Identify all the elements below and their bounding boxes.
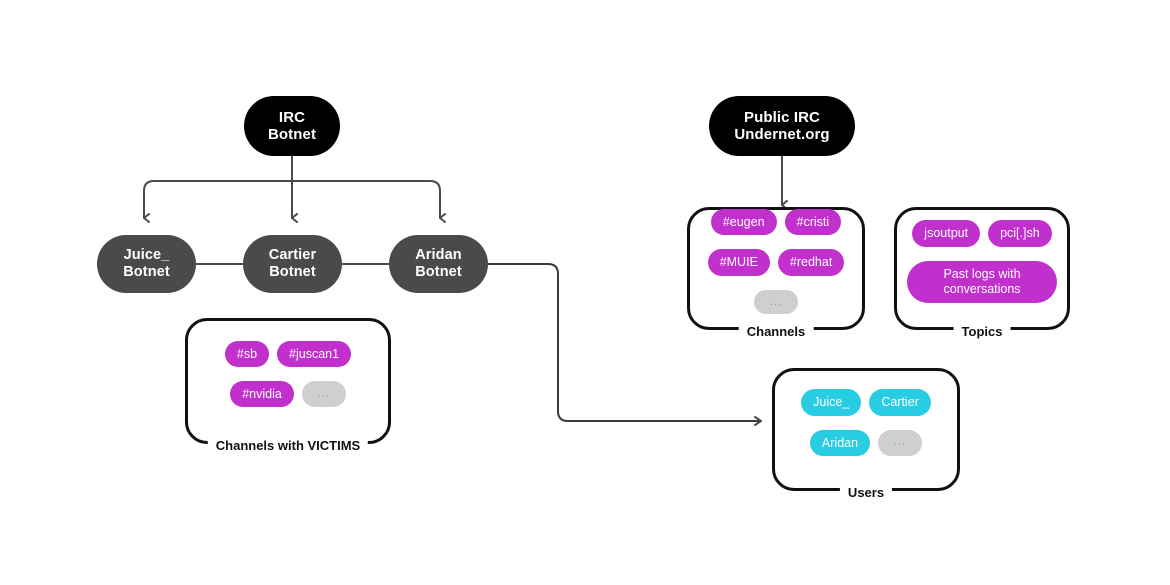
pill-channel-juscan1[interactable]: #juscan1 [277,340,352,367]
group-users: Juice_ Cartier Aridan ... Users [772,368,960,499]
node-line-1: Juice_ [123,247,170,264]
group-topics-label: Topics [953,325,1011,338]
group-channels-with-victims-label: Channels with VICTIMS [207,439,369,452]
group-channels-with-victims: #sb #juscan1 #nvidia ... Channels with V… [185,318,391,452]
node-juice-botnet-label: Juice_ Botnet [123,247,170,280]
node-aridan-botnet-label: Aridan Botnet [415,247,462,280]
pill-topic-jsoutput[interactable]: jsoutput [912,220,981,247]
group-channels-label: Channels [738,325,814,338]
group-users-body: Juice_ Cartier Aridan ... [775,371,957,474]
node-juice-botnet[interactable]: Juice_ Botnet [97,235,196,293]
node-public-irc-undernet[interactable]: Public IRC Undernet.org [709,96,855,156]
node-public-irc-label: Public IRC Undernet.org [734,109,829,144]
node-irc-botnet[interactable]: IRC Botnet [244,96,340,156]
node-line-2: Undernet.org [734,126,830,143]
pill-user-aridan[interactable]: Aridan [809,429,871,456]
node-line-2: Botnet [267,126,317,143]
node-line-1: IRC [278,108,306,126]
node-line-2: Botnet [123,264,170,280]
pill-channel-redhat[interactable]: #redhat [777,249,845,276]
pill-channel-eugen[interactable]: #eugen [710,208,777,236]
group-channels-body: #eugen #cristi #MUIE #redhat ... [690,208,862,315]
pill-channel-nvidia[interactable]: #nvidia [230,381,294,408]
node-irc-botnet-label: IRC Botnet [268,109,316,144]
wire-bus [154,180,446,223]
pill-user-more[interactable]: ... [878,429,923,456]
node-line-2: Botnet [269,264,316,280]
group-topics-body: jsoutput pci[.]sh Past logs with convers… [897,210,1067,313]
pill-topic-past-logs[interactable]: Past logs with conversations [907,260,1057,303]
pill-channel-more[interactable]: ... [754,289,798,315]
group-users-label: Users [839,486,893,499]
pill-user-juice[interactable]: Juice_ [801,389,862,416]
node-line-2: Botnet [415,264,462,280]
pill-channel-muie[interactable]: #MUIE [707,249,770,276]
pill-channel-cristi[interactable]: #cristi [784,208,842,236]
pill-user-cartier[interactable]: Cartier [869,389,931,416]
node-cartier-botnet-label: Cartier Botnet [269,247,316,280]
node-line-1: Aridan [415,247,462,264]
group-topics: jsoutput pci[.]sh Past logs with convers… [894,207,1070,338]
pill-channel-more[interactable]: ... [301,381,346,408]
node-aridan-botnet[interactable]: Aridan Botnet [389,235,488,293]
node-line-1: Cartier [268,247,317,264]
node-line-1: Public IRC [743,108,820,126]
wire-bus-left [143,180,155,223]
pill-topic-pci-sh[interactable]: pci[.]sh [988,220,1052,247]
group-channels-with-victims-body: #sb #juscan1 #nvidia ... [188,321,388,427]
group-channels: #eugen #cristi #MUIE #redhat ... Channel… [687,207,865,338]
node-cartier-botnet[interactable]: Cartier Botnet [243,235,342,293]
pill-channel-sb[interactable]: #sb [224,340,270,367]
